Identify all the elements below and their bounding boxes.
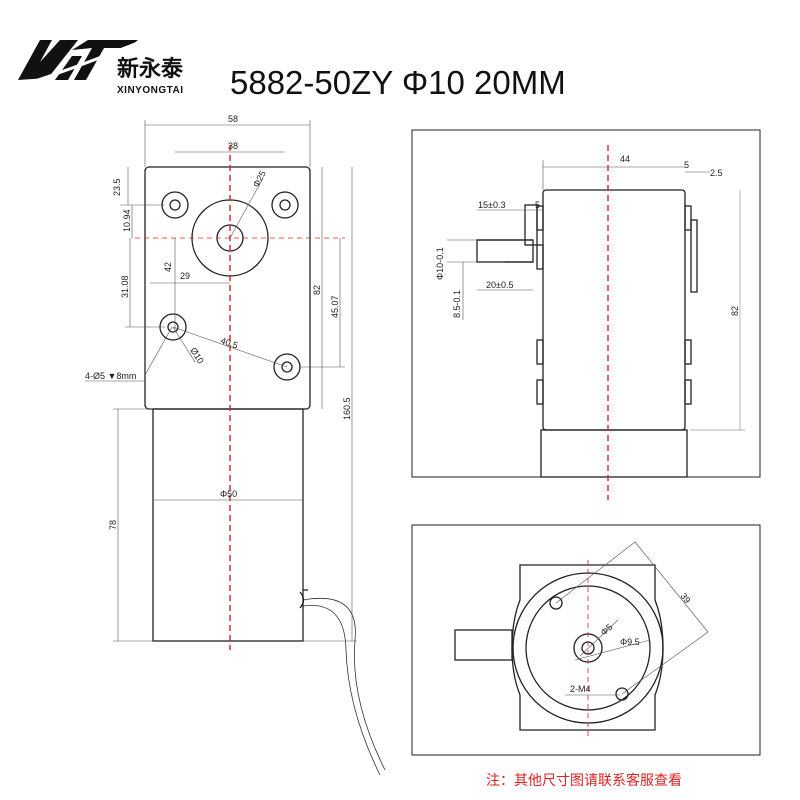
footnote: 注：其他尺寸图请联系客服查看 [486, 772, 682, 789]
motor-body [152, 408, 304, 642]
dim-82: 82 [312, 285, 322, 295]
dim-phi25: Φ25 [251, 169, 268, 189]
side-dim-15: 15±0.3 [478, 200, 505, 210]
dim-42: 42 [163, 262, 173, 272]
brand-name-en: XINYONGTAI [117, 85, 183, 96]
m4-hole [615, 687, 629, 701]
brand-logo: 新永泰 XINYONGTAI [18, 40, 184, 96]
dim-38: 38 [228, 141, 238, 151]
side-dim-5: 5 [684, 160, 689, 170]
side-dim-phi10: Φ10-0.1 [435, 247, 445, 280]
side-dim-2-5: 2.5 [710, 168, 723, 178]
lead-wire [302, 604, 381, 776]
side-dim-20: 20±0.5 [486, 280, 513, 290]
end-shaft [454, 629, 513, 661]
dim-10-94: 10.94 [122, 209, 132, 232]
bolt-hole [271, 191, 299, 219]
end-gearbox-outline [511, 564, 664, 731]
dim-23-5: 23.5 [112, 178, 122, 196]
side-gearbox [542, 189, 686, 431]
side-motor-stub [540, 429, 688, 478]
motor-face [512, 572, 664, 724]
dim-58: 58 [228, 114, 238, 124]
dim-160-5: 160.5 [342, 397, 352, 420]
end-dim-2m4: 2-M4 [570, 684, 591, 694]
side-dim-44: 44 [620, 154, 630, 164]
bolt-hole [161, 191, 189, 219]
m4-hole [549, 596, 563, 610]
end-view: 39 Φ5 Φ9.5 2-M4 [411, 524, 761, 756]
dim-78: 78 [108, 520, 118, 530]
model-title: 5882-50ZY Φ10 20MM [230, 64, 566, 101]
dim-holes: 4-Ø5 ▼8mm [85, 371, 136, 381]
side-dim-82: 82 [730, 306, 740, 316]
dim-45-07: 45.07 [330, 295, 340, 318]
lead-wire [302, 598, 386, 771]
front-view: 58 38 Φ25 23.5 10.94 42 29 31.08 82 45.0… [85, 114, 386, 776]
dim-phi50: Φ50 [220, 489, 237, 499]
dim-31-08: 31.08 [120, 275, 130, 298]
side-dim-8-5: 8.5-0.1 [452, 290, 462, 318]
dim-40-5: 40.5 [219, 335, 239, 350]
end-dim-39: 39 [678, 591, 692, 605]
side-view-frame [411, 129, 761, 478]
xyt-logo-icon [18, 40, 138, 88]
end-dim-phi9-5: Φ9.5 [620, 637, 640, 647]
end-dim-phi5: Φ5 [599, 622, 615, 638]
end-view-frame [411, 524, 761, 756]
brand-name-cn: 新永泰 [117, 56, 184, 82]
side-view: 44 5 2.5 15±0.3 5 Φ10-0.1 20±0.5 8.5-0.1… [411, 129, 761, 500]
dim-29: 29 [180, 271, 190, 281]
side-dim-5b: 5 [535, 200, 540, 210]
motor-boss [573, 633, 603, 663]
